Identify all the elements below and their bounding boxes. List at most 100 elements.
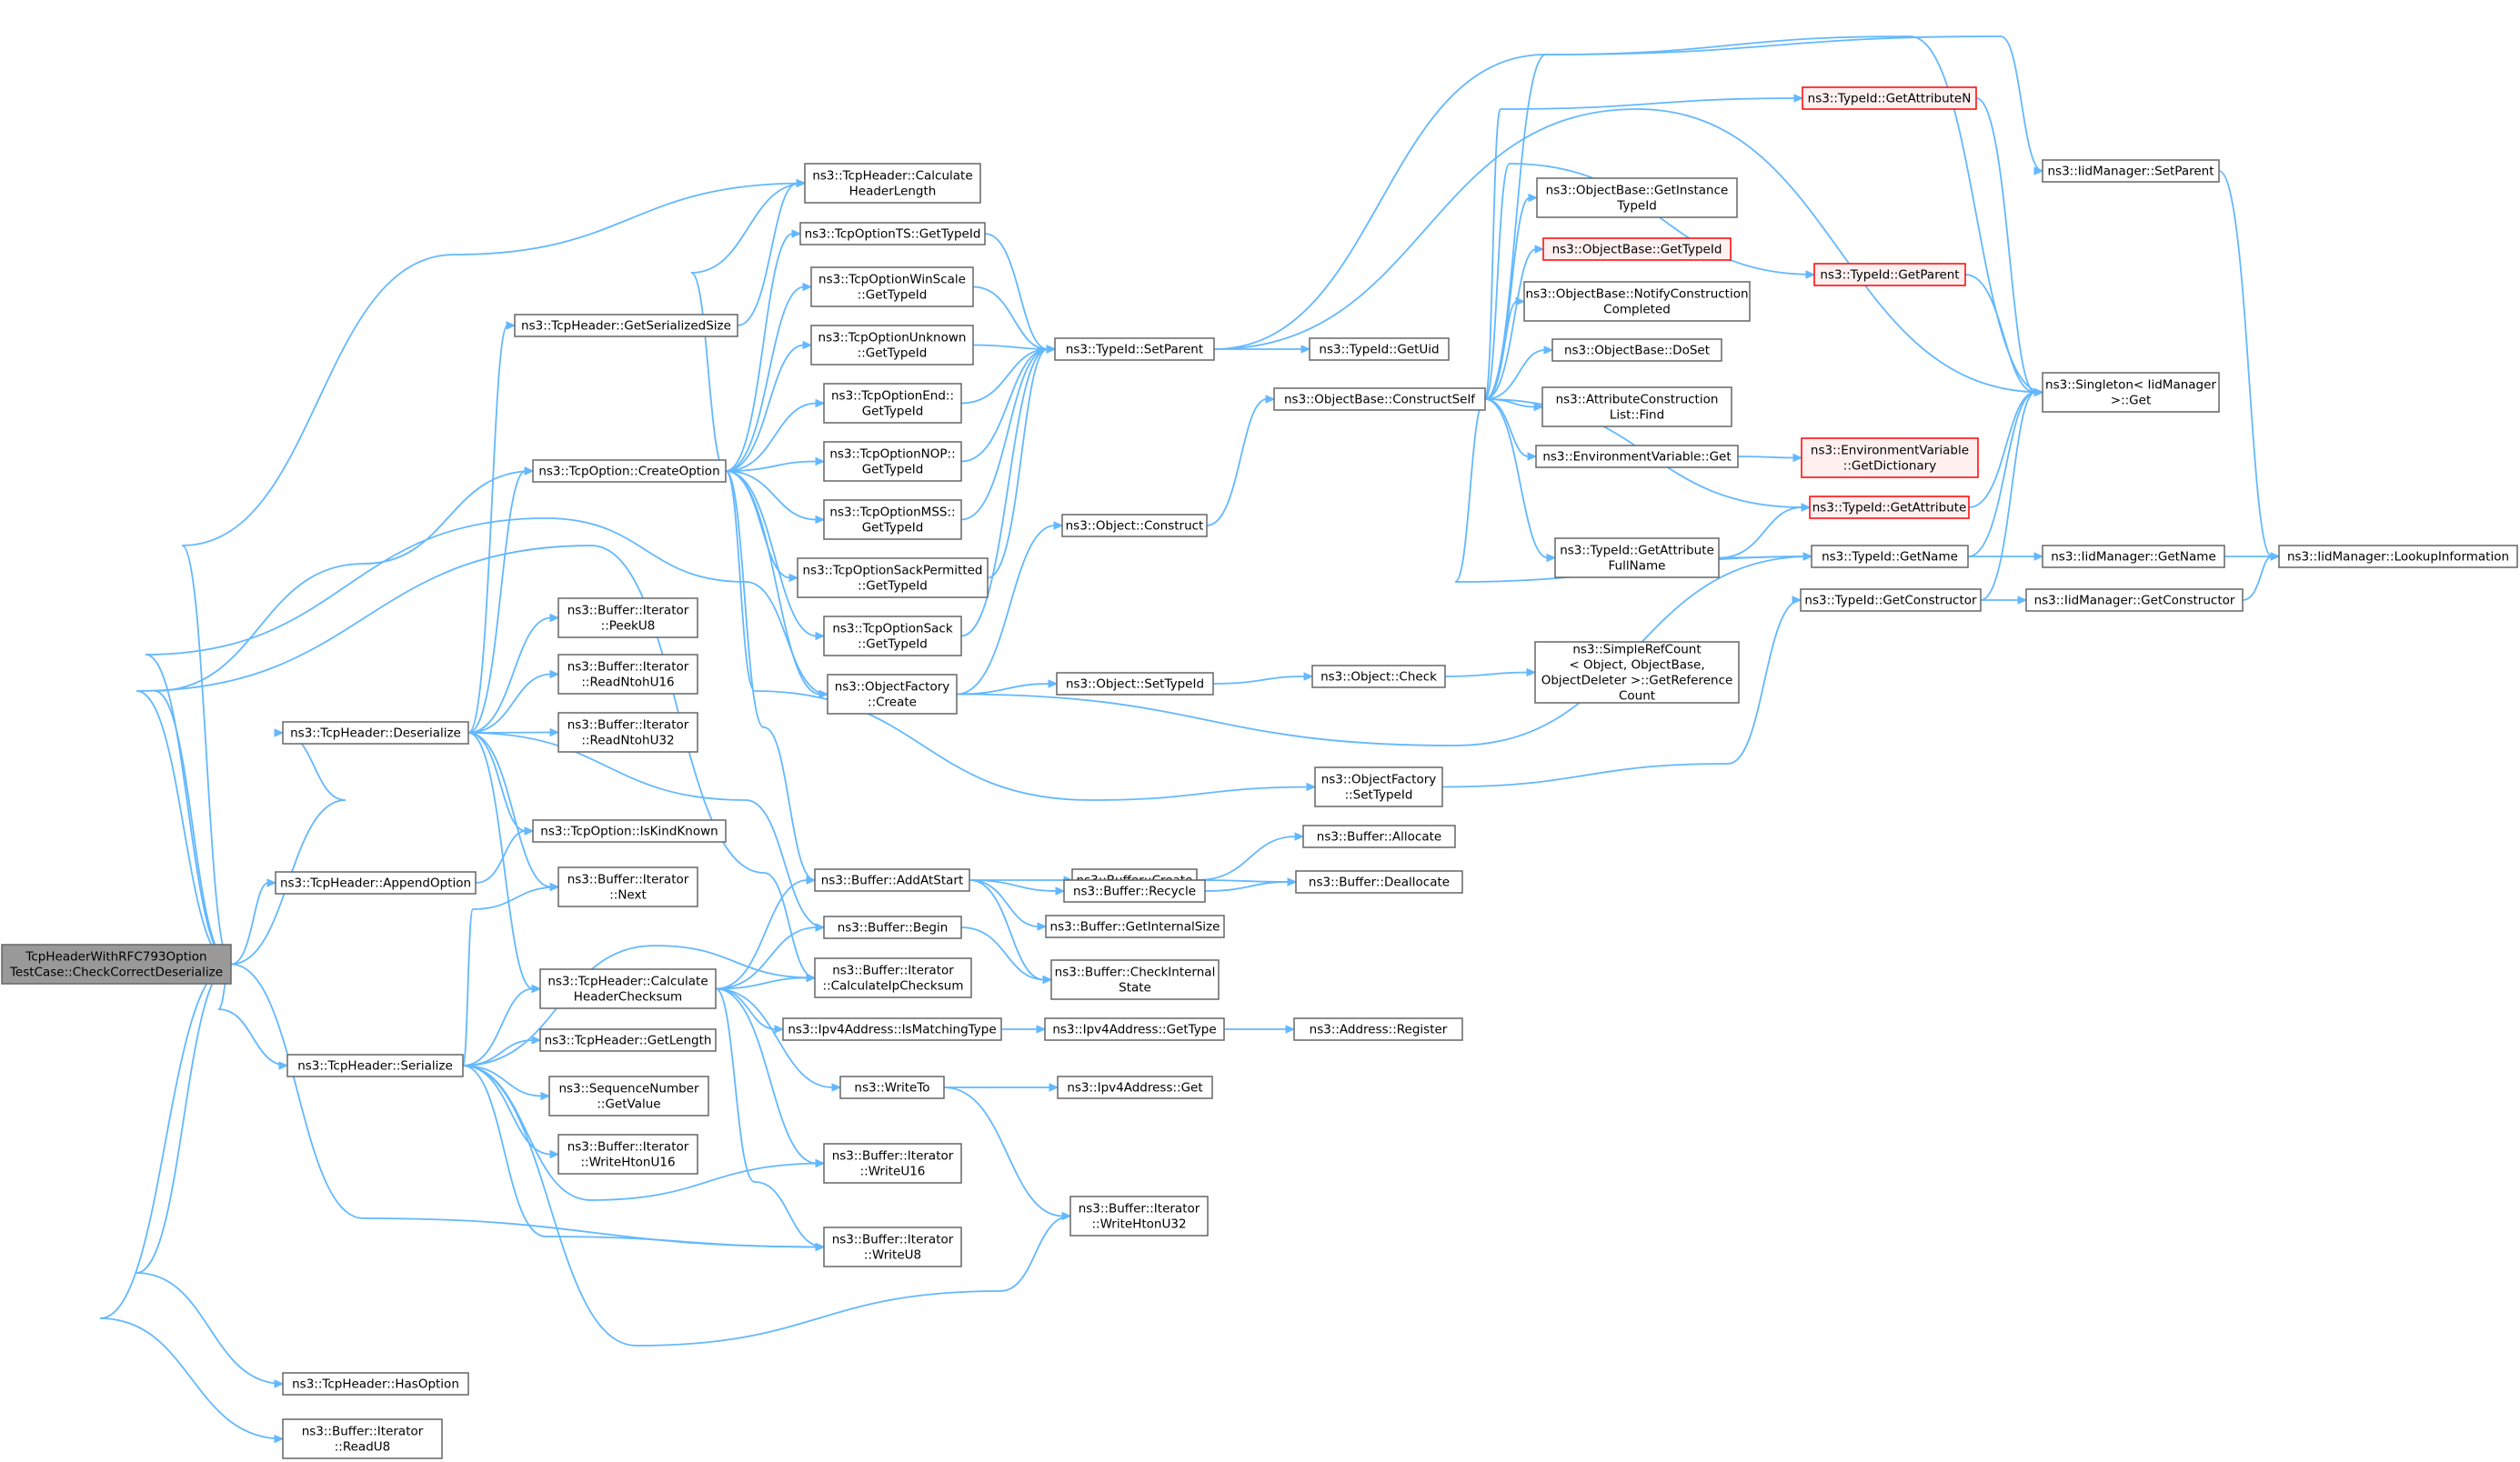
node-addr_register[interactable]: ns3::Address::Register: [1293, 1017, 1463, 1041]
node-next[interactable]: ns3::Buffer::Iterator::Next: [557, 866, 698, 907]
arrowhead-readntohu16: [549, 669, 560, 679]
node-addatstart[interactable]: ns3::Buffer::AddAtStart: [814, 868, 970, 892]
node-tid_getconstructor[interactable]: ns3::TypeId::GetConstructor: [1800, 588, 1982, 612]
node-peeku8[interactable]: ns3::Buffer::Iterator::PeekU8: [557, 597, 698, 638]
arrowhead-end_gettid: [815, 398, 826, 408]
node-writeto[interactable]: ns3::WriteTo: [839, 1076, 945, 1099]
node-buf_allocate[interactable]: ns3::Buffer::Allocate: [1302, 825, 1456, 848]
node-iid_getconstructor[interactable]: ns3::IidManager::GetConstructor: [2025, 588, 2244, 612]
node-label: ns3::Buffer::Iterator: [1079, 1202, 1200, 1217]
node-label: < Object, ObjectBase,: [1569, 658, 1704, 673]
node-ob_doset[interactable]: ns3::ObjectBase::DoSet: [1551, 338, 1722, 362]
node-constructself[interactable]: ns3::ObjectBase::ConstructSelf: [1273, 387, 1486, 411]
node-ws_gettid[interactable]: ns3::TcpOptionWinScale::GetTypeId: [810, 266, 974, 307]
node-buf_getinternalsize[interactable]: ns3::Buffer::GetInternalSize: [1045, 915, 1225, 938]
node-nop_gettid[interactable]: ns3::TcpOptionNOP::GetTypeId: [823, 441, 962, 482]
node-ob_notify[interactable]: ns3::ObjectBase::NotifyConstructionCompl…: [1523, 281, 1751, 322]
node-calcipcs[interactable]: ns3::Buffer::Iterator::CalculateIpChecks…: [814, 957, 972, 998]
node-buf_deallocate[interactable]: ns3::Buffer::Deallocate: [1295, 870, 1463, 894]
node-label: ns3::Buffer::Allocate: [1317, 830, 1441, 845]
arrowhead-next: [549, 882, 560, 892]
edge-createopt-to-ts_gettid: [725, 233, 794, 472]
node-label: ns3::Buffer::Iterator: [832, 1233, 954, 1247]
node-setparent[interactable]: ns3::TypeId::SetParent: [1054, 337, 1215, 361]
node-singleton_get[interactable]: ns3::Singleton< IidManager>::Get: [2042, 372, 2220, 413]
node-deser[interactable]: ns3::TcpHeader::Deserialize: [282, 721, 469, 745]
arrowhead-buf_getinternalsize: [1037, 922, 1048, 931]
arrowhead-singleton_get: [2033, 387, 2044, 397]
node-label: GetTypeId: [862, 521, 924, 536]
node-begin[interactable]: ns3::Buffer::Begin: [823, 916, 962, 939]
node-env_get[interactable]: ns3::EnvironmentVariable::Get: [1535, 445, 1739, 468]
node-obj_settid[interactable]: ns3::Object::SetTypeId: [1056, 672, 1214, 696]
node-ts_gettid[interactable]: ns3::TcpOptionTS::GetTypeId: [799, 222, 986, 245]
node-iid_getname[interactable]: ns3::IidManager::GetName: [2042, 545, 2225, 568]
node-label: ::GetDictionary: [1843, 459, 1936, 474]
node-writeu8[interactable]: ns3::Buffer::Iterator::WriteU8: [823, 1227, 962, 1267]
node-iid_setparent[interactable]: ns3::IidManager::SetParent: [2042, 159, 2220, 183]
node-tid_getparent[interactable]: ns3::TypeId::GetParent: [1813, 263, 1966, 286]
node-iid_lookup[interactable]: ns3::IidManager::LookupInformation: [2278, 545, 2518, 568]
node-unk_gettid[interactable]: ns3::TcpOptionUnknown::GetTypeId: [810, 325, 974, 366]
node-of_settid[interactable]: ns3::ObjectFactory::SetTypeId: [1314, 766, 1443, 807]
node-writehtonu16[interactable]: ns3::Buffer::Iterator::WriteHtonU16: [557, 1134, 698, 1175]
node-label: ns3::IidManager::GetConstructor: [2034, 594, 2235, 608]
node-ipv4_gettype[interactable]: ns3::Ipv4Address::GetType: [1044, 1017, 1225, 1041]
node-readntohu16[interactable]: ns3::Buffer::Iterator::ReadNtohU16: [557, 654, 698, 695]
node-label: ns3::TypeId::GetName: [1822, 550, 1958, 565]
arrowhead-obj_check: [1303, 672, 1314, 681]
node-root[interactable]: TcpHeaderWithRFC793OptionTestCase::Check…: [1, 944, 232, 985]
node-writeu16[interactable]: ns3::Buffer::Iterator::WriteU16: [823, 1143, 962, 1184]
node-label: ns3::TypeId::GetAttributeN: [1808, 92, 1972, 106]
node-buf_recycle[interactable]: ns3::Buffer::Recycle: [1063, 879, 1206, 903]
node-createopt[interactable]: ns3::TcpOption::CreateOption: [532, 459, 727, 483]
node-env_getdict[interactable]: ns3::EnvironmentVariable::GetDictionary: [1801, 437, 1979, 478]
arrowhead-obj_construct: [1053, 521, 1064, 530]
node-getuid[interactable]: ns3::TypeId::GetUid: [1309, 337, 1450, 361]
node-seqval[interactable]: ns3::SequenceNumber::GetValue: [548, 1076, 709, 1117]
node-sackp_gettid[interactable]: ns3::TcpOptionSackPermitted::GetTypeId: [797, 557, 989, 598]
node-of_create[interactable]: ns3::ObjectFactory::Create: [827, 674, 958, 715]
node-readntohu32[interactable]: ns3::Buffer::Iterator::ReadNtohU32: [557, 712, 698, 753]
node-ismatching[interactable]: ns3::Ipv4Address::IsMatchingType: [782, 1017, 1002, 1041]
node-label: ns3::TcpOption::CreateOption: [538, 465, 719, 479]
arrowhead-tid_getconstructor: [1792, 596, 1802, 605]
node-readu8[interactable]: ns3::Buffer::Iterator::ReadU8: [282, 1418, 443, 1459]
node-ipv4_get[interactable]: ns3::Ipv4Address::Get: [1057, 1076, 1213, 1099]
node-append[interactable]: ns3::TcpHeader::AppendOption: [275, 871, 477, 895]
node-label: ns3::TcpOptionEnd::: [831, 389, 954, 404]
node-tid_getattr[interactable]: ns3::TypeId::GetAttribute: [1809, 496, 1970, 519]
node-box: [2042, 545, 2225, 568]
node-ser[interactable]: ns3::TcpHeader::Serialize: [286, 1054, 464, 1077]
node-ob_gettid[interactable]: ns3::ObjectBase::GetTypeId: [1542, 237, 1732, 261]
node-simplerefcount[interactable]: ns3::SimpleRefCount< Object, ObjectBase,…: [1534, 641, 1740, 704]
edge-buf_recycle-to-buf_deallocate: [1204, 881, 1290, 892]
node-box: [514, 314, 738, 337]
node-obj_construct[interactable]: ns3::Object::Construct: [1061, 514, 1208, 537]
arrowhead-iid_getname: [2033, 552, 2044, 561]
node-getlength[interactable]: ns3::TcpHeader::GetLength: [539, 1028, 717, 1052]
node-obj_check[interactable]: ns3::Object::Check: [1311, 665, 1446, 688]
node-label: ns3::Buffer::CheckInternal: [1055, 966, 1216, 980]
node-tid_getname[interactable]: ns3::TypeId::GetName: [1811, 545, 1969, 568]
node-mss_gettid[interactable]: ns3::TcpOptionMSS::GetTypeId: [823, 499, 962, 540]
node-tid_getattrn[interactable]: ns3::TypeId::GetAttributeN: [1802, 86, 1977, 110]
node-label: ns3::Ipv4Address::IsMatchingType: [788, 1023, 996, 1037]
node-hasopt[interactable]: ns3::TcpHeader::HasOption: [282, 1372, 469, 1396]
arrowhead-buf_deallocate: [1287, 877, 1298, 886]
arrowhead-readu8: [274, 1434, 285, 1444]
node-serial_size[interactable]: ns3::TcpHeader::GetSerializedSize: [514, 314, 738, 337]
node-end_gettid[interactable]: ns3::TcpOptionEnd::GetTypeId: [823, 383, 962, 424]
node-writehtonu32[interactable]: ns3::Buffer::Iterator::WriteHtonU32: [1069, 1196, 1209, 1237]
node-sack_gettid[interactable]: ns3::TcpOptionSack::GetTypeId: [823, 616, 962, 656]
node-box: [2042, 159, 2220, 183]
node-iskindknown[interactable]: ns3::TcpOption::IsKindKnown: [532, 819, 727, 843]
node-label: ns3::TypeId::GetParent: [1820, 268, 1959, 283]
